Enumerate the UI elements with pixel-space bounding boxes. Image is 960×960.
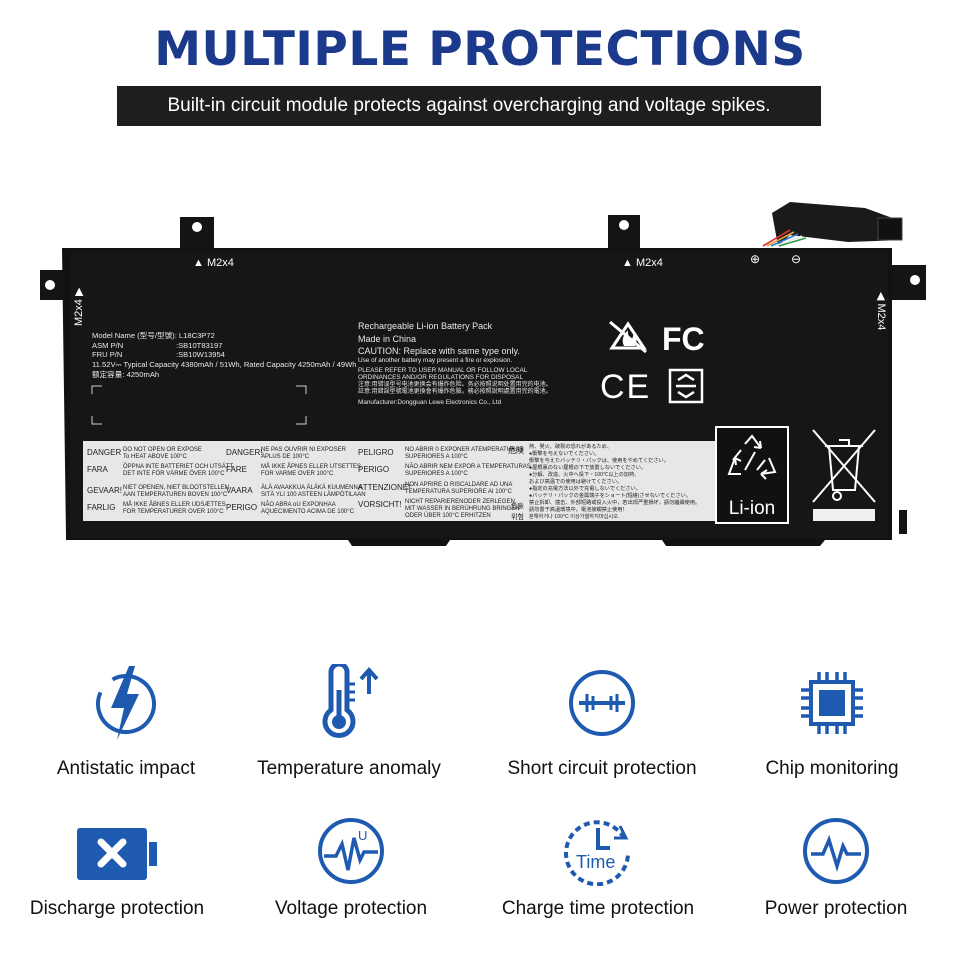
warning-asian-line: 請勿置于高溫環境中。電池接觸禁止使用！ xyxy=(529,507,628,513)
chip-icon xyxy=(801,672,863,734)
time-text: Time xyxy=(576,852,615,872)
battery-illustration: FC CE ▲ M2x4 ▲ M2x4 M2x4 ▶ ◀ M2x4 ⊕ ⊖ xyxy=(30,180,940,560)
warning-text: NICHT REPARIERENODER ZERLEGEN,MIT WASSER… xyxy=(405,499,520,519)
warning-head: PERIGO xyxy=(226,503,258,512)
warning-head-tw: 危險 xyxy=(511,503,524,510)
svg-text:FC: FC xyxy=(662,321,705,357)
battery-x-icon xyxy=(77,828,157,880)
center-line-9: Manufacturer:Dongguan Lewe Electronics C… xyxy=(358,399,502,406)
center-line-5: PLEASE REFER TO USER MANUAL OR FOLLOW LO… xyxy=(358,367,528,374)
feature-label: Antistatic impact xyxy=(56,758,196,779)
power-pulse-icon xyxy=(803,818,869,884)
voltage-wave-icon: U xyxy=(318,818,384,884)
feature-label: Short circuit protection xyxy=(507,758,697,779)
warning-head: VAARA xyxy=(226,486,253,495)
warning-head-kr: 위험 xyxy=(511,514,524,521)
lightning-shield-icon xyxy=(96,666,156,740)
feature-label: Temperature anomaly xyxy=(257,758,441,779)
center-line-2: Made in China xyxy=(358,334,417,344)
screw-label-3: M2x4 ▶ xyxy=(73,287,85,326)
warning-asian-line: および高温での使用は避けてください。 xyxy=(529,479,623,485)
circuit-icon xyxy=(569,670,635,736)
warning-head: GEVAAR! xyxy=(87,486,122,495)
warning-head: VORSICHT! xyxy=(358,500,402,509)
feature-temperature: Temperature anomaly xyxy=(229,660,469,790)
warning-asian-line: ●衝撃を与えないでください。 xyxy=(529,451,600,457)
warning-head: ATTENZIONE! xyxy=(358,483,411,492)
feature-label: Discharge protection xyxy=(29,898,205,919)
feature-label: Charge time protection xyxy=(501,898,695,919)
recycle-icon xyxy=(727,434,777,480)
thermometer-icon xyxy=(322,664,379,738)
svg-text:CE: CE xyxy=(600,368,651,406)
feature-label: Voltage protection xyxy=(274,898,428,919)
center-line-4: Use of another battery may present a fir… xyxy=(358,357,513,364)
warning-asian-line: 衝撃を与えたバッテリ・パックは、使用をやめてください。 xyxy=(529,458,669,464)
spec-asm-value: :SB10T83197 xyxy=(176,341,223,350)
warning-asian-line: 禁止拆卸、撞击、外部短路或投入火中，若出现严重損坏，請勿繼續使用。 xyxy=(529,500,701,506)
warning-head: DANGER xyxy=(87,448,122,457)
page-title: MULTIPLE PROTECTIONS xyxy=(154,22,806,77)
feature-voltage: U Voltage protection xyxy=(231,812,471,930)
spec-fru-label: FRU P/N xyxy=(92,350,123,359)
warning-asian-line: ●屋根裏のない屋根の下で放置しないでください。 xyxy=(529,465,647,471)
feature-short-circuit: Short circuit protection xyxy=(482,660,722,790)
center-line-1: Rechargeable Li-ion Battery Pack xyxy=(358,321,493,331)
spec-asm-label: ASM P/N xyxy=(92,341,124,350)
voltage-letter: U xyxy=(358,828,367,843)
warning-asian-line: ●分解、改造、火中へ投下・100℃以上の加熱、 xyxy=(529,472,640,478)
spec-model: Model Name (型号/型號): L18C3P72 xyxy=(92,331,215,340)
spec-fru-value: :SB10W13954 xyxy=(176,350,225,359)
feature-power: Power protection xyxy=(716,812,956,930)
screw-label-4: ◀ M2x4 xyxy=(875,292,887,331)
warning-head: FARE xyxy=(226,465,247,474)
warning-head: PELIGRO xyxy=(358,448,394,457)
center-line-3: CAUTION: Replace with same type only. xyxy=(358,346,520,356)
subtitle-text: Built-in circuit module protects against… xyxy=(167,95,771,116)
warning-asian-line: 熱、発火、破裂の恐れがあるため、 xyxy=(529,444,613,450)
center-line-8: 註意:用錯誤型號電池更換會有爆炸危險。務必按照說明處置用完的電池。 xyxy=(358,389,552,395)
feature-charge-time: Time Charge time protection xyxy=(478,812,718,930)
feature-antistatic: Antistatic impact xyxy=(6,660,246,790)
negative-terminal-icon: ⊖ xyxy=(791,252,802,266)
warning-head: PERIGO xyxy=(358,465,390,474)
center-line-7: 注意:用错误型号电池更换会有爆炸危险。务必按照说明处置用完的电池。 xyxy=(358,382,552,388)
weee-bar xyxy=(813,509,875,521)
warning-head: FARLIG xyxy=(87,503,116,512)
spec-capacity: 11.52V⎓ Typical Capacity 4380mAh / 51Wh,… xyxy=(92,360,357,369)
warning-asian-line: ●指定の充電方法以外で充電しないでください。 xyxy=(529,486,641,492)
screw-label-2: ▲ M2x4 xyxy=(622,257,663,269)
warning-head: DANGER! xyxy=(226,448,263,457)
screw-label-1: ▲ M2x4 xyxy=(193,257,234,269)
subtitle-banner: Built-in circuit module protects against… xyxy=(117,86,821,126)
positive-terminal-icon: ⊕ xyxy=(750,252,761,266)
warning-asian-line: ●バッテリ・パックの金属端子をショート(短絡)させないでください。 xyxy=(529,493,692,499)
feature-label: Chip monitoring xyxy=(765,758,899,779)
feature-label: Power protection xyxy=(764,898,908,919)
feature-discharge: Discharge protection xyxy=(0,812,237,930)
center-line-6: ORDINANCES AND/OR REGULATIONS FOR DISPOS… xyxy=(358,374,524,381)
liion-recycle-badge: Li-ion xyxy=(715,426,789,524)
warning-asian-line: 분해하거나 100°C 이상가열하지마십시오. xyxy=(529,514,620,520)
warning-head: FARA xyxy=(87,465,108,474)
warning-head-jp: 危険 xyxy=(508,446,524,455)
spec-rated: 额定容量: 4250mAh xyxy=(92,370,160,379)
liion-label: Li-ion xyxy=(728,498,776,519)
clock-time-icon: Time xyxy=(564,820,630,886)
feature-chip-monitoring: Chip monitoring xyxy=(712,660,952,790)
